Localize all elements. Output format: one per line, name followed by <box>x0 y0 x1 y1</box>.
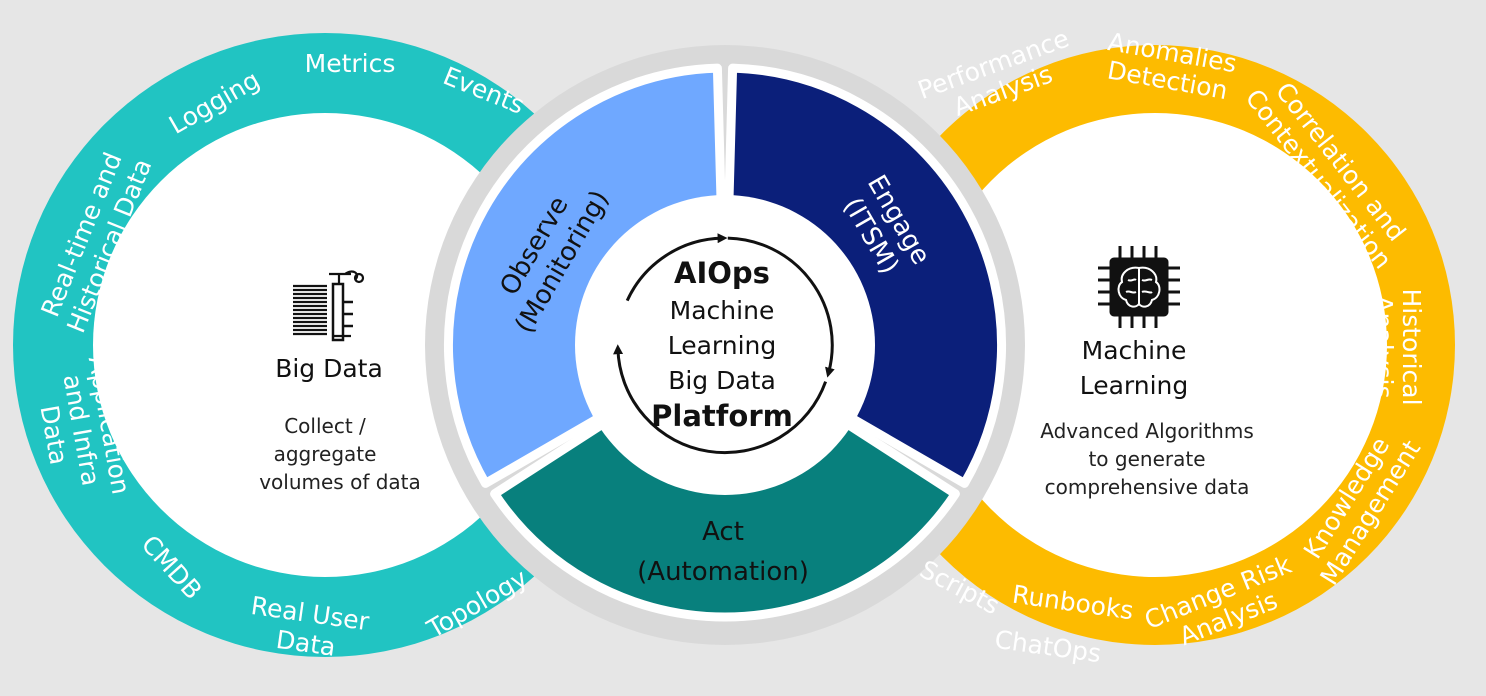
ml-description-line-1: Advanced Algorithms <box>1040 419 1254 443</box>
big-data-title: Big Data <box>275 354 383 383</box>
ring-label-metrics: Metrics <box>305 49 396 78</box>
cycle-arrows-icon <box>613 233 835 455</box>
hub-center-learning: Learning <box>668 331 777 360</box>
brain-chip-icon <box>1098 246 1180 328</box>
hub-center-machine: Machine <box>670 296 775 325</box>
hub-center-aiops: AIOps <box>674 256 770 290</box>
ml-title-line-1: Machine <box>1082 336 1187 365</box>
hub-center-platform: Platform <box>651 399 793 433</box>
big-data-inner-disc <box>93 113 557 577</box>
ml-inner-disc <box>923 113 1387 577</box>
act-label-line-2: (Automation) <box>637 557 809 587</box>
ring-label-historical-line-1: Historical <box>1397 288 1426 405</box>
big-data-description-line-1: Collect / <box>284 414 366 438</box>
big-data-description-line-2: aggregate <box>274 442 377 466</box>
ring-label-historical-line-2: Analysis <box>1369 295 1398 398</box>
hub <box>425 45 1025 645</box>
data-press-icon <box>293 270 365 342</box>
ml-description-line-3: comprehensive data <box>1045 475 1250 499</box>
machine-learning-circle <box>855 45 1455 645</box>
act-label-line-1: Act <box>702 517 744 547</box>
hub-center-big-data: Big Data <box>668 366 776 395</box>
big-data-description-line-3: volumes of data <box>259 470 421 494</box>
ml-description-line-2: to generate <box>1088 447 1205 471</box>
ml-title-line-2: Learning <box>1080 371 1189 400</box>
